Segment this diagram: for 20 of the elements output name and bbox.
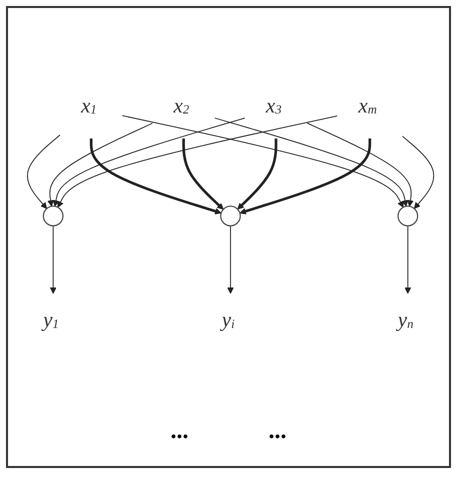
arrow: [402, 136, 434, 209]
arrow: [404, 225, 412, 294]
node-circle: [397, 206, 418, 226]
arrow: [237, 138, 278, 210]
arrow: [227, 225, 234, 294]
arrow: [27, 134, 60, 209]
node-circle: [42, 206, 64, 226]
ellipsis-label: ...: [268, 418, 286, 445]
arrow: [57, 115, 338, 208]
arrow: [50, 225, 56, 294]
arrow: [182, 138, 224, 210]
arrow: [52, 118, 246, 207]
arrow: [90, 138, 222, 214]
arrow: [240, 138, 372, 214]
arrow: [214, 118, 408, 207]
arrow: [306, 122, 414, 207]
arrow: [122, 115, 404, 208]
ellipsis-label: ...: [170, 418, 188, 445]
arrow: [47, 122, 153, 207]
node-circle: [220, 206, 241, 226]
